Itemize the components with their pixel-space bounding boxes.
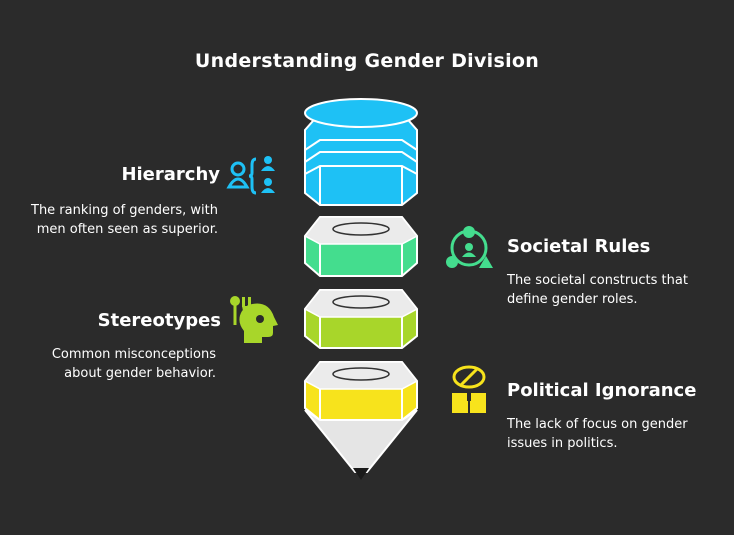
user-hierarchy-icon bbox=[226, 156, 275, 195]
political-ignorance-label: Political Ignorance bbox=[507, 380, 697, 401]
blind-eye-box-icon bbox=[452, 365, 486, 413]
pencil-tip bbox=[304, 409, 418, 480]
diagram-title: Understanding Gender Division bbox=[194, 50, 540, 72]
stereotypes-segment bbox=[303, 289, 419, 349]
shapes-cycle-icon bbox=[446, 226, 493, 268]
hierarchy-segment bbox=[304, 98, 418, 206]
hierarchy-description: The ranking of genders, with men often s… bbox=[31, 203, 218, 237]
stereotypes-description: Common misconceptions about gender behav… bbox=[51, 347, 216, 381]
societal-rules-label: Societal Rules bbox=[507, 236, 651, 257]
societal-rules-segment bbox=[303, 216, 419, 277]
stereotypes-label: Stereotypes bbox=[97, 310, 221, 331]
head-idea-icon bbox=[230, 296, 278, 343]
hierarchy-label: Hierarchy bbox=[121, 164, 220, 185]
political-ignorance-segment bbox=[303, 361, 419, 421]
societal-rules-description: The societal constructs that define gend… bbox=[507, 273, 688, 307]
political-ignorance-description: The lack of focus on gender issues in po… bbox=[507, 417, 688, 451]
